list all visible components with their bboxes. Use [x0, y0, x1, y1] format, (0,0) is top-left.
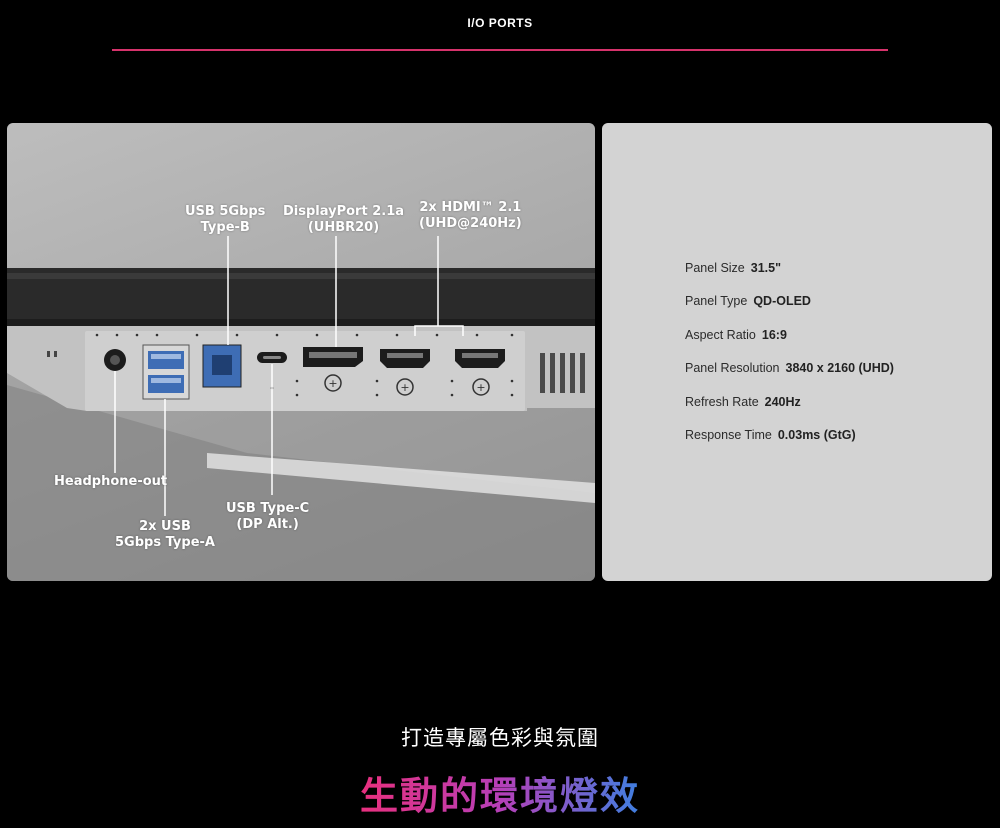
spec-value: 0.03ms (GtG)	[777, 427, 856, 442]
spec-label: Panel Size	[685, 261, 745, 275]
spec-row-panel-type: Panel Type QD-OLED	[685, 294, 894, 327]
spec-list: Panel Size 31.5" Panel Type QD-OLED Aspect…	[685, 261, 894, 461]
spec-label: Panel Type	[685, 294, 748, 309]
io-ports-image: + + + USB 5Gbps Type-B DisplayPort 2.1a …	[7, 123, 595, 581]
spec-value: 31.5"	[750, 261, 782, 275]
monitor-rear-illustration: + + +	[7, 236, 595, 581]
spec-value: 3840 x 2160 (UHD)	[785, 361, 894, 376]
spec-panel: Panel Size 31.5" Panel Type QD-OLED Aspect…	[602, 123, 992, 581]
spec-label: Response Time	[685, 427, 772, 442]
section-subheading: 打造專屬色彩與氛圍	[401, 726, 599, 750]
page-title: I/O PORTS	[467, 16, 533, 30]
svg-text:+: +	[328, 377, 337, 390]
headline-text: 生動的環境燈效	[359, 774, 640, 818]
section-headline: 生動的環境燈效	[0, 765, 1000, 820]
hdmi-callout: 2x HDMI™ 2.1 (UHD@240Hz)	[419, 200, 522, 231]
spec-label: Panel Resolution	[685, 361, 780, 376]
spec-label: Refresh Rate	[685, 394, 759, 409]
usb-typeb-callout: USB 5Gbps Type-B	[185, 204, 266, 235]
spec-label: Aspect Ratio	[685, 327, 756, 342]
displayport-callout: DisplayPort 2.1a (UHBR20)	[283, 204, 405, 235]
spec-value: 16:9	[761, 327, 787, 342]
usb-typea-callout: 2x USB 5Gbps Type-A	[115, 519, 215, 550]
spec-row-aspect-ratio: Aspect Ratio 16:9	[685, 328, 894, 361]
svg-text:+: +	[476, 381, 485, 394]
spec-row-resolution: Panel Resolution 3840 x 2160 (UHD)	[685, 361, 894, 394]
headphone-callout: Headphone-out	[54, 474, 168, 489]
title-divider	[112, 49, 888, 51]
usb-typec-callout: USB Type-C (DP Alt.)	[226, 501, 310, 532]
svg-text:+: +	[400, 381, 409, 394]
spec-row-response-time: Response Time 0.03ms (GtG)	[685, 428, 894, 461]
spec-value: 240Hz	[764, 394, 801, 409]
spec-value: QD-OLED	[753, 294, 811, 309]
spec-row-panel-size: Panel Size 31.5"	[685, 261, 894, 294]
spec-row-refresh-rate: Refresh Rate 240Hz	[685, 395, 894, 428]
